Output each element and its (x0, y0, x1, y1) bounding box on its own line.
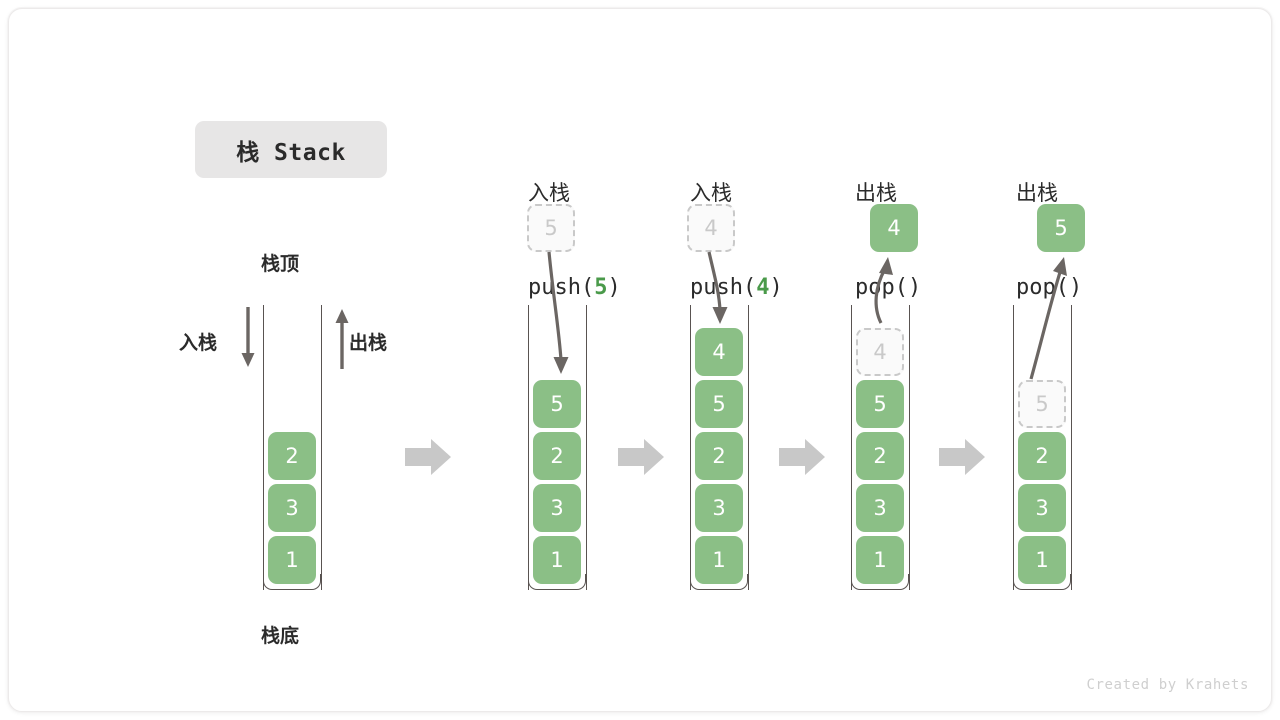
stack-floor (528, 574, 586, 590)
stack-cell: 3 (695, 484, 743, 532)
stack-container-initial: 2 3 1 (263, 305, 323, 590)
push4-motion-arrow-icon (707, 251, 728, 324)
stack-floor (851, 574, 909, 590)
stack-cell: 4 (695, 328, 743, 376)
pop2-motion-arrow-icon (1029, 257, 1067, 380)
stack-cell: 2 (695, 432, 743, 480)
stack-cell: 4 (856, 328, 904, 376)
stack-cell: 1 (856, 536, 904, 584)
stack-cell: 3 (268, 484, 316, 532)
stack-floor (1013, 574, 1071, 590)
flow-arrow-icon (618, 439, 664, 475)
stack-container-push5: 5 2 3 1 (528, 305, 588, 590)
column-header-line2: pop() (855, 274, 922, 300)
floating-cell-push4: 4 (687, 204, 735, 252)
stack-cell: 5 (1018, 380, 1066, 428)
title-chip: 栈 Stack (195, 121, 387, 178)
column-header-line2: push(4) (690, 274, 783, 300)
stack-floor (263, 574, 321, 590)
column-header-push4: 入栈 push(4) (690, 117, 783, 365)
floating-cell-pop2: 5 (1037, 204, 1085, 252)
column-header-line1: 出栈 (1016, 181, 1058, 206)
column-header-line2: pop() (1016, 274, 1083, 300)
column-header-push5: 入栈 push(5) (528, 117, 621, 365)
flow-arrow-icon (939, 439, 985, 475)
column-header-pop1: 出栈 pop() (855, 117, 921, 365)
stack-wall-left (851, 305, 852, 590)
stack-floor (690, 574, 748, 590)
push-direction-arrow-icon (241, 307, 255, 367)
stack-cell: 3 (533, 484, 581, 532)
stack-cell: 1 (1018, 536, 1066, 584)
column-header-line1: 入栈 (690, 181, 732, 206)
label-push-side: 入栈 (179, 332, 218, 354)
label-pop-side: 出栈 (349, 332, 388, 354)
stack-container-pop2: 5 2 3 1 (1013, 305, 1073, 590)
stack-wall-left (690, 305, 691, 590)
stack-wall-right (1071, 305, 1072, 590)
stack-cell: 1 (695, 536, 743, 584)
column-header-line1: 入栈 (528, 181, 570, 206)
stack-cell: 1 (533, 536, 581, 584)
stack-cell: 2 (268, 432, 316, 480)
label-stack-top: 栈顶 (261, 253, 300, 275)
flow-arrow-icon (779, 439, 825, 475)
stack-cell: 3 (856, 484, 904, 532)
stack-wall-left (263, 305, 264, 590)
title-chip-label: 栈 Stack (236, 139, 346, 166)
stack-wall-right (909, 305, 910, 590)
label-stack-bottom: 栈底 (261, 625, 300, 647)
stack-cell: 5 (533, 380, 581, 428)
stack-wall-right (321, 305, 322, 590)
stack-cell: 5 (856, 380, 904, 428)
stack-wall-right (748, 305, 749, 590)
stack-container-pop1: 4 5 2 3 1 (851, 305, 911, 590)
stack-container-push4: 4 5 2 3 1 (690, 305, 750, 590)
watermark: Created by Krahets (1086, 677, 1249, 693)
pop-direction-arrow-icon (335, 309, 349, 369)
column-header-line1: 出栈 (855, 181, 897, 206)
pop1-motion-arrow-icon (874, 257, 893, 324)
flow-arrow-icon (405, 439, 451, 475)
stack-wall-left (1013, 305, 1014, 590)
column-header-line2: push(5) (528, 274, 621, 300)
column-header-pop2: 出栈 pop() (1016, 117, 1082, 365)
push5-motion-arrow-icon (547, 251, 569, 374)
stack-cell: 1 (268, 536, 316, 584)
floating-cell-pop1: 4 (870, 204, 918, 252)
stack-wall-left (528, 305, 529, 590)
diagram-canvas: 栈 Stack 栈顶 栈底 入栈 出栈 2 3 1 入栈 push(5) 5 (8, 8, 1272, 712)
floating-cell-push5: 5 (527, 204, 575, 252)
stack-cell: 5 (695, 380, 743, 428)
stack-cell: 2 (1018, 432, 1066, 480)
stack-cell: 3 (1018, 484, 1066, 532)
stack-cell: 2 (856, 432, 904, 480)
stack-cell: 2 (533, 432, 581, 480)
stack-wall-right (586, 305, 587, 590)
